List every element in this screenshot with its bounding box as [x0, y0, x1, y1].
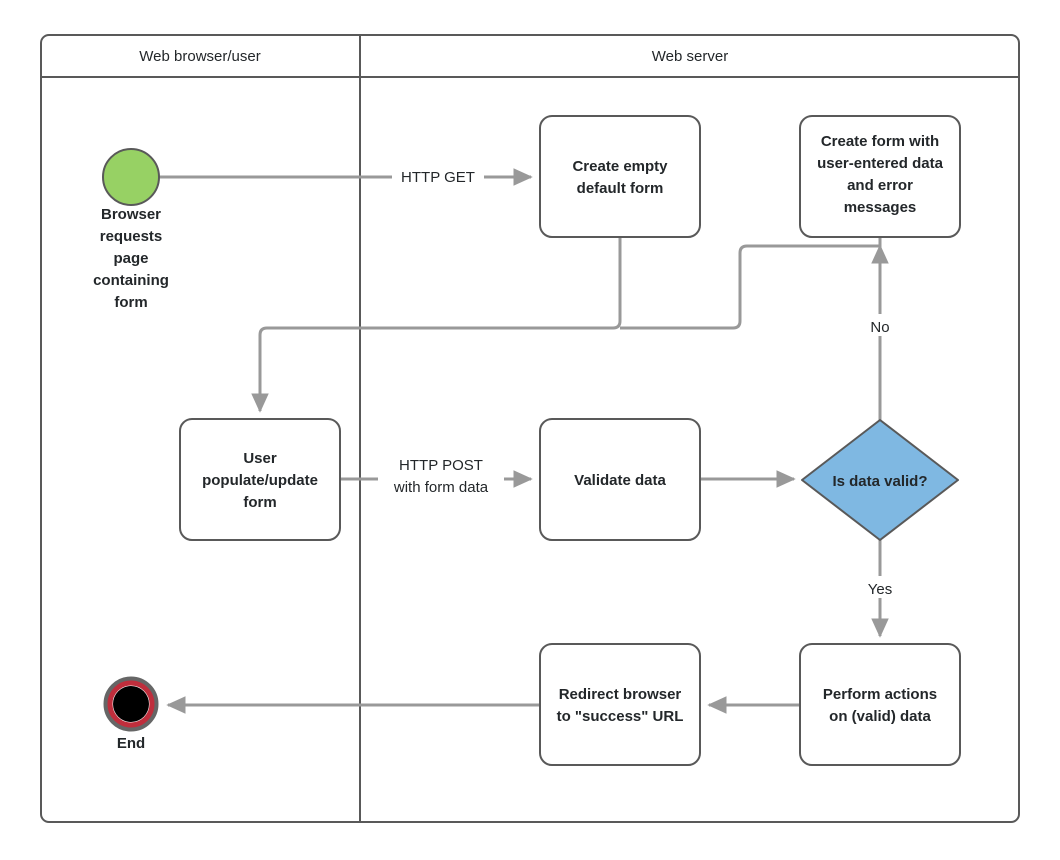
create-form-errors-label-line-3: and error: [847, 177, 913, 194]
no-label-backing: [860, 314, 900, 336]
node-validate-data[interactable]: Validate data: [539, 418, 701, 541]
user-populate-form-label-line-3: form: [243, 494, 276, 511]
validate-data-box[interactable]: [539, 418, 701, 541]
edge-label-http-post-line-2: with form data: [393, 479, 489, 496]
user-populate-form-label-line-2: populate/update: [202, 472, 318, 489]
start-caption-line-2: requests: [100, 228, 163, 245]
node-user-populate-form[interactable]: User populate/update form: [179, 418, 341, 541]
node-start[interactable]: Browser requests page containing form: [93, 148, 169, 311]
lane-title-server: Web server: [652, 48, 728, 65]
perform-actions-label-line-1: Perform actions: [823, 686, 937, 703]
end-core-icon[interactable]: [113, 686, 149, 722]
lane-title-browser: Web browser/user: [139, 48, 260, 65]
start-caption-line-1: Browser: [101, 206, 161, 223]
is-data-valid-diamond[interactable]: [801, 419, 959, 541]
validate-data-label: Validate data: [574, 472, 666, 489]
end-caption: End: [117, 735, 145, 752]
node-is-data-valid[interactable]: Is data valid?: [801, 419, 959, 541]
edge-labels: HTTP GET HTTP POST with form data No Yes: [378, 164, 902, 598]
node-perform-actions[interactable]: Perform actions on (valid) data: [799, 643, 961, 766]
redirect-browser-label-line-2: to "success" URL: [557, 708, 684, 725]
create-empty-form-box[interactable]: [539, 115, 701, 238]
edge-empty-to-user-line: [251, 237, 622, 413]
user-populate-form-label-line-1: User: [243, 450, 277, 467]
redirect-browser-box[interactable]: [539, 643, 701, 766]
node-redirect-browser[interactable]: Redirect browser to "success" URL: [539, 643, 701, 766]
perform-actions-label-line-2: on (valid) data: [829, 708, 931, 725]
is-data-valid-label: Is data valid?: [832, 473, 927, 490]
end-outer-ring-icon[interactable]: [103, 676, 159, 732]
edge-label-http-get: HTTP GET: [401, 169, 475, 186]
perform-actions-box[interactable]: [799, 643, 961, 766]
create-empty-form-label-line-1: Create empty: [572, 158, 668, 175]
create-form-errors-box[interactable]: [799, 115, 961, 238]
http-post-label-backing: [378, 452, 504, 496]
start-caption-line-4: containing: [93, 272, 169, 289]
swimlane-pool: Web browser/user Web server: [40, 34, 1020, 823]
start-caption-line-5: form: [114, 294, 147, 311]
edge-errors-to-user-line: [620, 237, 882, 330]
create-form-errors-label-line-4: messages: [844, 199, 917, 216]
edge-label-http-post-line-1: HTTP POST: [399, 457, 483, 474]
create-empty-form-label-line-2: default form: [577, 180, 664, 197]
create-form-errors-label-line-1: Create form with: [821, 133, 939, 150]
node-create-empty-form[interactable]: Create empty default form: [539, 115, 701, 238]
edge-label-yes: Yes: [868, 581, 892, 598]
user-populate-form-box[interactable]: [179, 418, 341, 541]
end-red-ring-icon[interactable]: [107, 680, 155, 728]
start-caption-line-3: page: [113, 250, 148, 267]
create-form-errors-label-line-2: user-entered data: [817, 155, 944, 172]
node-create-form-errors[interactable]: Create form with user-entered data and e…: [799, 115, 961, 238]
http-get-label-backing: [392, 164, 484, 186]
edge-label-no: No: [870, 319, 889, 336]
yes-label-backing: [858, 576, 902, 598]
pool-frame: [40, 34, 1020, 823]
redirect-browser-label-line-1: Redirect browser: [559, 686, 682, 703]
node-end[interactable]: End: [103, 676, 159, 752]
start-circle-icon[interactable]: [102, 148, 160, 206]
